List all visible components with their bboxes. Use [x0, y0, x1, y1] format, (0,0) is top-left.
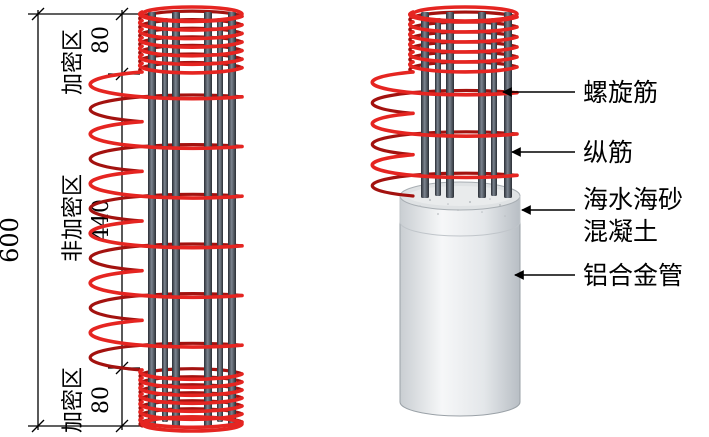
longitudinal-bar	[148, 12, 156, 428]
longitudinal-bar	[446, 12, 454, 198]
top-zone-value: 80	[89, 26, 114, 54]
spiral-front	[88, 5, 244, 433]
spiral-bottom-ring	[140, 415, 244, 433]
dimension-labels: 600 加密区 80 非加密区 440 加密区 80	[0, 26, 114, 433]
middle-zone-name: 非加密区	[61, 174, 86, 262]
top-zone-name: 加密区	[61, 29, 86, 95]
callout-labels: 螺旋筋 纵筋 海水海砂 混凝土 铝合金管	[583, 78, 683, 290]
label-tube: 铝合金管	[583, 261, 683, 290]
longitudinal-bars	[148, 12, 236, 428]
longitudinal-bar	[162, 18, 168, 422]
composite-column	[370, 5, 521, 417]
aluminum-tube	[399, 195, 521, 417]
longitudinal-bar	[435, 18, 441, 196]
rebar-cage-full	[88, 5, 244, 433]
total-dimension: 600	[0, 217, 24, 263]
label-longitudinal: 纵筋	[583, 138, 633, 167]
concrete-texture	[419, 198, 506, 217]
longitudinal-bar	[228, 12, 236, 428]
spiral-top-ring	[140, 5, 244, 23]
label-concrete-line1: 海水海砂	[583, 185, 683, 214]
longitudinal-bar	[204, 12, 212, 428]
label-concrete-line2: 混凝土	[583, 217, 658, 246]
bottom-zone-value: 80	[89, 386, 114, 414]
label-spiral: 螺旋筋	[583, 78, 658, 107]
longitudinal-bar	[217, 18, 223, 422]
longitudinal-bar	[478, 12, 486, 198]
spiral-top-ring	[411, 5, 519, 23]
bottom-zone-name: 加密区	[61, 367, 86, 433]
spiral-front	[370, 5, 519, 180]
longitudinal-bar	[491, 18, 497, 196]
longitudinal-bar	[172, 12, 180, 428]
callouts	[502, 87, 575, 280]
